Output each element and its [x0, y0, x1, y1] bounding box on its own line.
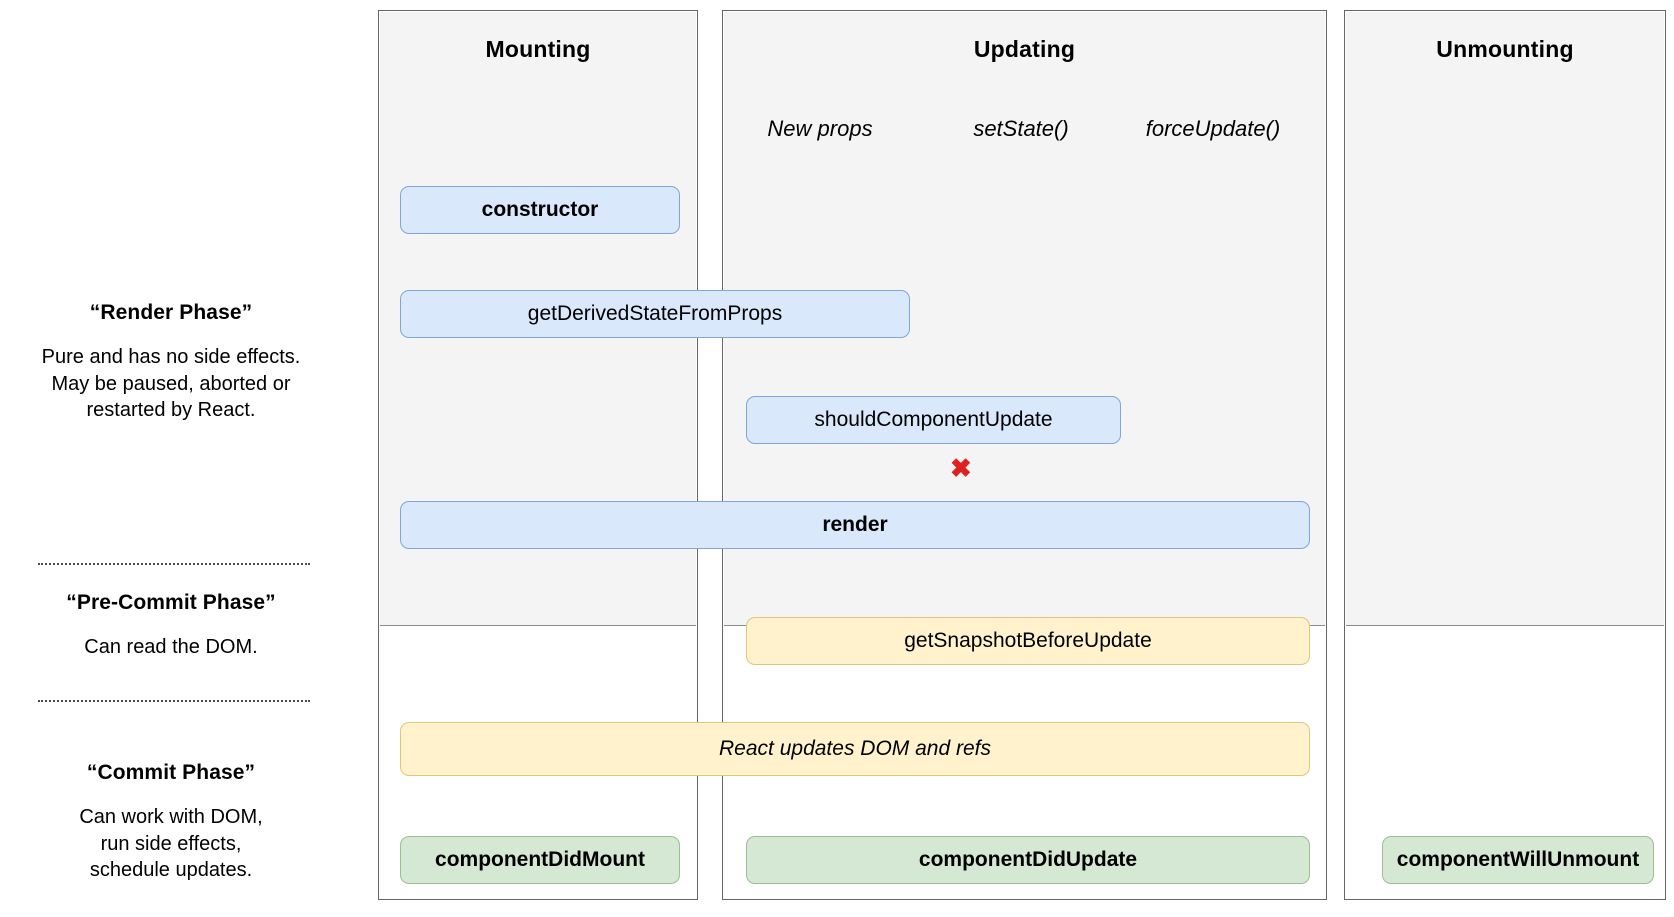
node-component-did-update[interactable]: componentDidUpdate	[746, 836, 1310, 884]
legend-line: May be paused, aborted or	[51, 372, 291, 395]
node-get-derived-state-from-props[interactable]: getDerivedStateFromProps	[400, 290, 910, 338]
legend-pre-commit-phase-body: Can read the DOM.	[6, 634, 336, 660]
column-title-mounting: Mounting	[485, 36, 591, 62]
node-component-did-mount[interactable]: componentDidMount	[400, 836, 680, 884]
column-title-updating: Updating	[973, 36, 1076, 62]
trigger-force-update: forceUpdate()	[1145, 116, 1281, 141]
legend-line: Can read the DOM.	[84, 636, 258, 659]
legend-line: schedule updates.	[89, 859, 253, 882]
node-should-component-update[interactable]: shouldComponentUpdate	[746, 396, 1121, 444]
legend-commit-phase-title: “Commit Phase”	[86, 761, 256, 784]
node-get-snapshot-before-update[interactable]: getSnapshotBeforeUpdate	[746, 617, 1310, 665]
legend-divider-bottom	[38, 700, 310, 702]
node-constructor[interactable]: constructor	[400, 186, 680, 234]
legend-line: run side effects,	[100, 832, 242, 855]
node-render[interactable]: render	[400, 501, 1310, 549]
node-component-will-unmount[interactable]: componentWillUnmount	[1382, 836, 1654, 884]
legend-render-phase-title: “Render Phase”	[89, 301, 253, 324]
node-react-updates-dom-and-refs[interactable]: React updates DOM and refs	[400, 722, 1310, 776]
legend-line: restarted by React.	[86, 399, 256, 422]
trigger-new-props: New props	[767, 116, 873, 141]
legend-pre-commit-phase-title: “Pre-Commit Phase”	[66, 591, 276, 614]
legend-line: Pure and has no side effects.	[41, 346, 301, 369]
legend-render-phase-body: Pure and has no side effects. May be pau…	[6, 344, 336, 423]
legend-line: Can work with DOM,	[79, 806, 263, 829]
legend-render-phase: “Render Phase” Pure and has no side effe…	[6, 300, 336, 423]
legend-commit-phase: “Commit Phase” Can work with DOM, run si…	[6, 760, 336, 883]
legend-commit-phase-body: Can work with DOM, run side effects, sch…	[6, 804, 336, 883]
skip-render-x-icon: ✖	[950, 453, 972, 483]
column-unmounting-render-phase-shade	[1345, 11, 1665, 626]
column-title-unmounting: Unmounting	[1436, 36, 1574, 62]
trigger-set-state: setState()	[973, 116, 1069, 141]
legend-divider-top	[38, 563, 310, 565]
legend-pre-commit-phase: “Pre-Commit Phase” Can read the DOM.	[6, 590, 336, 661]
